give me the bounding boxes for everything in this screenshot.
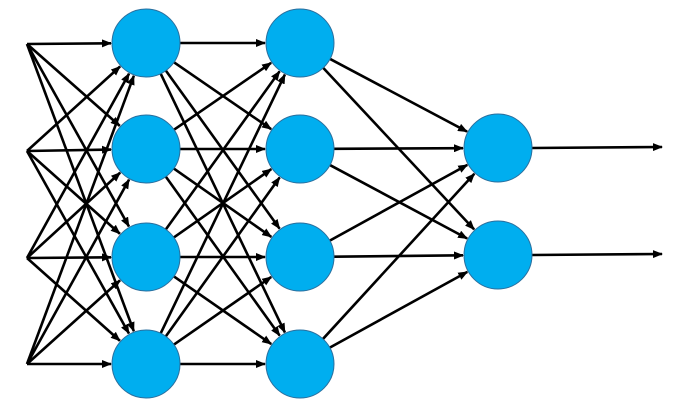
edge-input-4-to-h1-2 — [25, 178, 131, 365]
edge-input-3-to-h1-2 — [26, 171, 122, 259]
edge-h1-4-to-h2-3 — [173, 275, 273, 346]
edge-h1-2-to-h2-1 — [173, 61, 272, 131]
neuron-hidden2-3 — [265, 222, 335, 292]
neuron-output-1 — [463, 113, 533, 183]
edge-input-3-to-h1-4 — [26, 257, 121, 342]
neuron-hidden1-4 — [111, 329, 181, 399]
output-arrow-1 — [531, 143, 663, 152]
edge-input-2-to-h1-1 — [26, 65, 121, 152]
connections — [25, 39, 663, 368]
neuron-hidden1-2 — [111, 114, 181, 184]
edge-h1-4-to-h2-2 — [164, 176, 281, 338]
neuron-hidden1-1 — [111, 8, 181, 78]
edge-input-4-to-h1-1 — [25, 74, 136, 365]
edge-input-1-to-h1-2 — [26, 43, 121, 127]
edge-input-1-to-h1-4 — [25, 43, 136, 333]
neuron-hidden1-3 — [111, 222, 181, 292]
edge-h2-1-to-out-1 — [329, 57, 468, 133]
edge-input-2-to-h1-4 — [25, 150, 131, 335]
edge-input-2-to-h1-3 — [26, 150, 121, 235]
edge-input-3-to-h1-1 — [25, 72, 131, 259]
edge-input-3-to-h1-3 — [26, 253, 113, 262]
output-arrow-2 — [531, 250, 663, 259]
neuron-output-2 — [463, 220, 533, 290]
edge-input-4-to-h1-3 — [26, 279, 121, 365]
edge-input-1-to-h1-3 — [25, 43, 131, 228]
edge-h2-3-to-out-1 — [329, 163, 469, 242]
edge-h1-4-to-h2-1 — [159, 73, 287, 334]
neuron-hidden2-4 — [265, 329, 335, 399]
edge-input-1-to-h1-1 — [26, 39, 113, 48]
edge-h1-3-to-h2-1 — [164, 70, 281, 231]
neuron-hidden2-1 — [265, 8, 335, 78]
edge-h2-2-to-out-1 — [333, 144, 465, 153]
edge-h2-4-to-out-2 — [329, 270, 469, 349]
edge-input-2-to-h1-2 — [26, 145, 113, 154]
neuron-hidden2-2 — [265, 114, 335, 184]
neurons — [111, 8, 533, 399]
edge-h2-4-to-out-1 — [322, 172, 476, 340]
